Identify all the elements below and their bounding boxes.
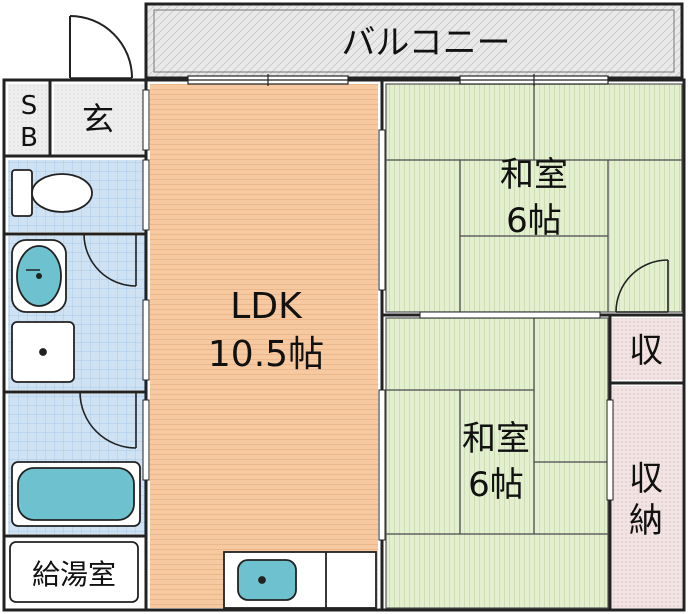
water-heater-room-area: [8, 540, 140, 608]
washitsu-lower-size-label: 6帖: [468, 465, 524, 505]
balcony-windows: [187, 74, 609, 86]
balcony: [144, 2, 684, 80]
balcony-label: バルコニー: [341, 23, 510, 63]
tatami-mats-upper: [385, 83, 683, 313]
washing-machine-space: [11, 321, 75, 383]
storage-large-label-1: 収: [629, 459, 663, 499]
washitsu-lower-name-label: 和室: [462, 419, 530, 459]
storage-small-label: 収: [629, 331, 663, 371]
entrance-door: [69, 15, 133, 79]
washitsu-upper-name-label: 和室: [500, 155, 568, 195]
sliding-doors: [142, 89, 614, 541]
entrance-area: [54, 84, 146, 154]
washitsu-lower-floor: [386, 318, 608, 608]
water-heater-room-label: 給湯室: [32, 558, 116, 591]
washitsu-upper-size-label: 6帖: [506, 201, 562, 241]
kitchen-counter: [223, 551, 377, 609]
sb-label-s: S: [21, 91, 38, 121]
wash-basin-fixture: [11, 239, 67, 313]
storage-large-label-2: 納: [629, 501, 663, 541]
door-swings: [79, 233, 669, 449]
toilet-fixture: [11, 169, 93, 217]
ldk-name-label: LDK: [230, 286, 303, 327]
bathtub-fixture: [11, 461, 141, 527]
storage-large-area: [612, 386, 682, 608]
ldk-size-label: 10.5帖: [208, 334, 324, 375]
sb-label-b: B: [20, 123, 38, 153]
ldk-floor: [150, 84, 378, 608]
water-heater-room-frame: [9, 541, 139, 603]
sb-area: [8, 84, 48, 154]
entrance-label: 玄: [82, 100, 114, 138]
storage-small-area: [612, 318, 682, 380]
